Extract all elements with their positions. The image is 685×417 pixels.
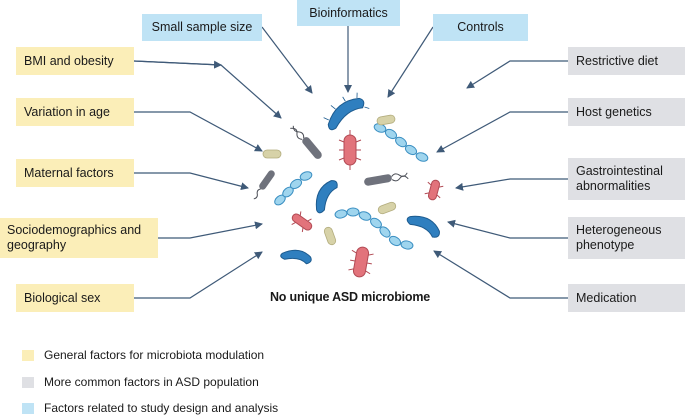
factor-label: Medication [576, 290, 637, 305]
factor-heterogeneous-phenotype: Heterogeneous phenotype [568, 217, 685, 259]
bacterium-khaki-pill-icon [377, 201, 397, 215]
legend-item-general: General factors for microbiota modulatio… [22, 348, 264, 362]
legend-item-study: Factors related to study design and anal… [22, 401, 278, 415]
factor-label: Variation in age [24, 104, 110, 119]
arrow-variation-age [134, 111, 263, 152]
legend-label: Factors related to study design and anal… [44, 401, 279, 415]
bacterium-blue-curved-icon [406, 215, 440, 238]
factor-label: Restrictive diet [576, 53, 658, 68]
factor-label: Bioinformatics [309, 5, 388, 20]
arrow-host-genetics [436, 111, 568, 153]
bacterium-chain-icon [334, 207, 414, 250]
factor-biological-sex: Biological sex [16, 284, 134, 312]
center-label: No unique ASD microbiome [269, 290, 431, 304]
factor-label: Sociodemographics and geography [7, 223, 142, 252]
factor-label: Heterogeneous phenotype [576, 223, 662, 252]
arrow-gi-abnormalities [455, 178, 568, 191]
bacterium-khaki-pill-icon [262, 149, 282, 159]
factor-bmi-obesity: BMI and obesity [16, 47, 134, 75]
bacterium-chain-icon [274, 171, 313, 206]
legend-swatch-gray [22, 376, 34, 388]
arrow-medication [433, 250, 568, 299]
bacterium-gray-rod-icon [290, 125, 322, 159]
factor-bioinformatics: Bioinformatics [297, 0, 400, 26]
factor-label: BMI and obesity [24, 53, 114, 68]
factor-label: Gastrointestinal abnormalities [576, 164, 663, 193]
factor-label: Maternal factors [24, 165, 114, 180]
factor-controls: Controls [433, 14, 528, 41]
bacterium-red-spiky-icon [338, 130, 362, 170]
legend-label: More common factors in ASD population [44, 375, 259, 389]
factor-label: Small sample size [151, 20, 253, 34]
arrow-restrictive-diet [466, 60, 568, 89]
arrows [133, 26, 568, 299]
factor-variation-age: Variation in age [16, 98, 134, 126]
bacterium-red-spiky-icon [348, 246, 374, 278]
arrow-heterogeneous-phenotype [447, 219, 568, 239]
factor-maternal-factors: Maternal factors [16, 159, 134, 187]
legend-label: General factors for microbiota modulatio… [44, 348, 265, 362]
bacterium-red-spiky-icon [424, 179, 444, 201]
factor-label: Host genetics [576, 104, 652, 119]
bacterium-khaki-pill-icon [376, 114, 396, 126]
factor-medication: Medication [568, 284, 685, 312]
factor-label: Biological sex [24, 290, 101, 305]
bacterium-blue-curved-icon [315, 180, 338, 214]
bacterium-khaki-pill-icon [323, 226, 337, 246]
bacterium-gray-rod-icon [364, 172, 409, 186]
bacterium-gray-rod-icon [253, 170, 275, 200]
legend-swatch-blue [22, 402, 34, 414]
legend-item-asd: More common factors in ASD population [22, 375, 259, 389]
bacterium-chain-icon [373, 123, 429, 162]
factor-host-genetics: Host genetics [568, 98, 685, 126]
arrow-sociodemographics [158, 221, 263, 239]
factor-gi-abnormalities: Gastrointestinal abnormalities [568, 158, 685, 200]
arrow-bmi-obesity-bend [133, 60, 282, 119]
factor-sociodemographics: Sociodemographics and geography [0, 218, 158, 258]
arrow-controls [387, 26, 434, 98]
bacterium-blue-curved-icon [280, 249, 312, 265]
arrow-maternal-factors [134, 172, 249, 191]
arrow-small-sample-size [261, 26, 313, 94]
legend-swatch-yellow [22, 349, 34, 361]
bacterium-red-spiky-icon [291, 211, 313, 233]
bacteria-cluster [253, 92, 444, 278]
arrow-biological-sex [134, 251, 263, 299]
factor-label: Controls [457, 20, 504, 34]
bacterium-blue-curved-icon [323, 92, 370, 131]
factor-small-sample-size: Small sample size [142, 14, 262, 41]
factor-restrictive-diet: Restrictive diet [568, 47, 685, 75]
